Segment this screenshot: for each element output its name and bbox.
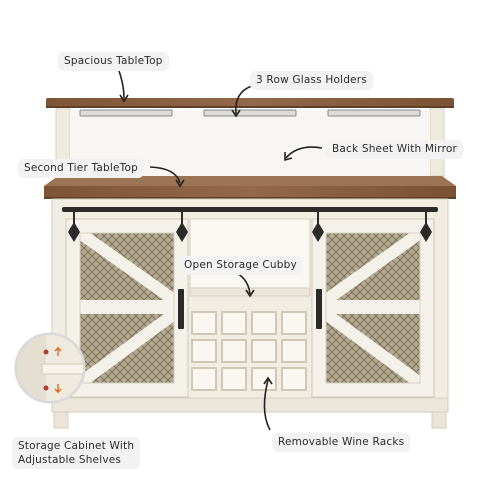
shelf-detail-magnifier <box>14 332 86 404</box>
right-foot <box>431 411 447 429</box>
label-back-sheet: Back Sheet With Mirror <box>326 140 464 159</box>
label-storage-cabinet-line2: Adjustable Shelves <box>18 454 122 466</box>
label-spacious-tabletop: Spacious TableTop <box>58 52 169 71</box>
left-door-handle <box>178 289 184 329</box>
right-barn-door <box>311 218 435 398</box>
left-barn-door <box>65 218 189 398</box>
label-open-storage-cubby: Open Storage Cubby <box>178 256 303 275</box>
barn-door-rail <box>62 207 438 212</box>
door-hangers <box>68 207 432 242</box>
label-storage-cabinet: Storage Cabinet With Adjustable Shelves <box>12 437 141 469</box>
left-foot <box>53 411 69 429</box>
label-glass-holders: 3 Row Glass Holders <box>250 71 373 90</box>
open-storage-cubby <box>189 218 311 290</box>
wine-rack-grid <box>191 311 307 391</box>
label-storage-cabinet-line1: Storage Cabinet With <box>18 440 135 452</box>
label-wine-racks: Removable Wine Racks <box>272 433 411 452</box>
right-door-handle <box>316 289 322 329</box>
spacious-tabletop <box>46 98 454 108</box>
second-tier-tabletop <box>44 176 456 186</box>
glass-holders <box>79 109 421 117</box>
label-second-tier: Second Tier TableTop <box>18 159 144 178</box>
